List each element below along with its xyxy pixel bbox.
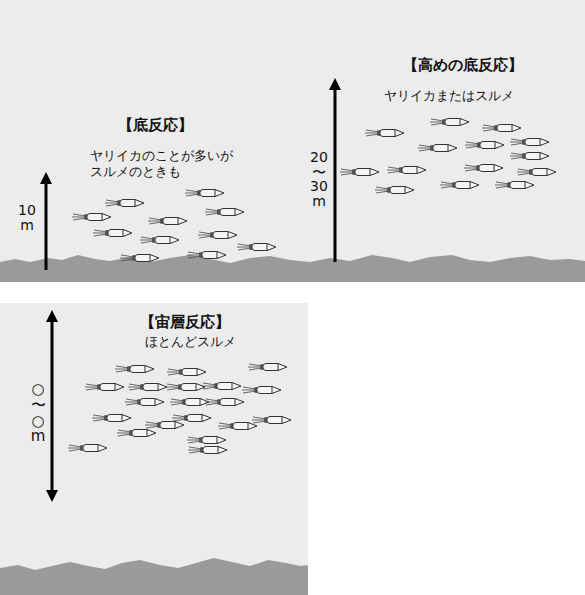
squid — [205, 209, 244, 216]
water-panel — [0, 0, 585, 282]
depth-label: ○ 〜 ○ m — [27, 382, 49, 445]
reaction-panel: 【底反応】ヤリイカのことが多いが スルメのときも — [0, 0, 300, 282]
squid — [387, 167, 426, 174]
squid — [92, 415, 131, 422]
squid — [170, 399, 209, 406]
reaction-note: ヤリイカのことが多いが スルメのときも — [90, 148, 242, 179]
water-panel — [0, 303, 308, 595]
squid — [464, 165, 503, 172]
depth-label: 20 〜 30 m — [307, 150, 331, 209]
squid — [148, 218, 187, 225]
squid — [145, 422, 184, 429]
reaction-panel: 【宙層反応】ほとんどスルメ — [0, 303, 308, 595]
squid — [128, 384, 167, 391]
squid — [495, 182, 534, 189]
squid — [105, 200, 144, 207]
squid — [430, 119, 469, 126]
squid — [93, 230, 132, 237]
squid — [72, 214, 111, 221]
squid — [482, 125, 521, 132]
depth-label: 10 m — [15, 203, 39, 232]
reaction-note: ヤリイカまたはスルメ — [359, 88, 539, 104]
squid — [218, 423, 257, 430]
reaction-title: 【底反応】 — [95, 116, 215, 135]
reaction-panel: 【高めの底反応】ヤリイカまたはスルメ — [300, 0, 585, 282]
squid — [85, 384, 124, 391]
squid — [365, 130, 404, 137]
squid — [510, 153, 549, 160]
squid — [187, 437, 226, 444]
seabed — [0, 255, 585, 282]
reaction-note: ほとんどスルメ — [125, 334, 255, 350]
squid — [167, 369, 206, 376]
reaction-title: 【宙層反応】 — [125, 313, 245, 332]
squid — [517, 169, 556, 176]
squid — [172, 415, 211, 422]
squid — [125, 399, 164, 406]
squid — [188, 447, 227, 454]
squid — [140, 237, 179, 244]
squid — [117, 430, 156, 437]
squid — [440, 182, 479, 189]
squid — [242, 387, 281, 394]
squid — [187, 252, 226, 259]
squid — [68, 445, 107, 452]
squid — [202, 383, 241, 390]
squid — [340, 169, 379, 176]
squid — [237, 244, 276, 251]
squid — [248, 364, 287, 371]
squid — [185, 190, 224, 197]
depth-arrow — [329, 78, 341, 262]
squid — [115, 366, 154, 373]
squid — [120, 255, 159, 262]
squid — [418, 145, 457, 152]
squid — [198, 232, 237, 239]
squid — [510, 139, 549, 146]
seabed — [0, 558, 308, 595]
depth-arrow — [46, 310, 58, 502]
depth-arrow — [40, 172, 52, 270]
reaction-title: 【高めの底反応】 — [393, 56, 533, 75]
squid — [375, 187, 414, 194]
squid — [166, 384, 205, 391]
squid — [252, 417, 291, 424]
squid — [465, 142, 504, 149]
squid — [205, 399, 244, 406]
